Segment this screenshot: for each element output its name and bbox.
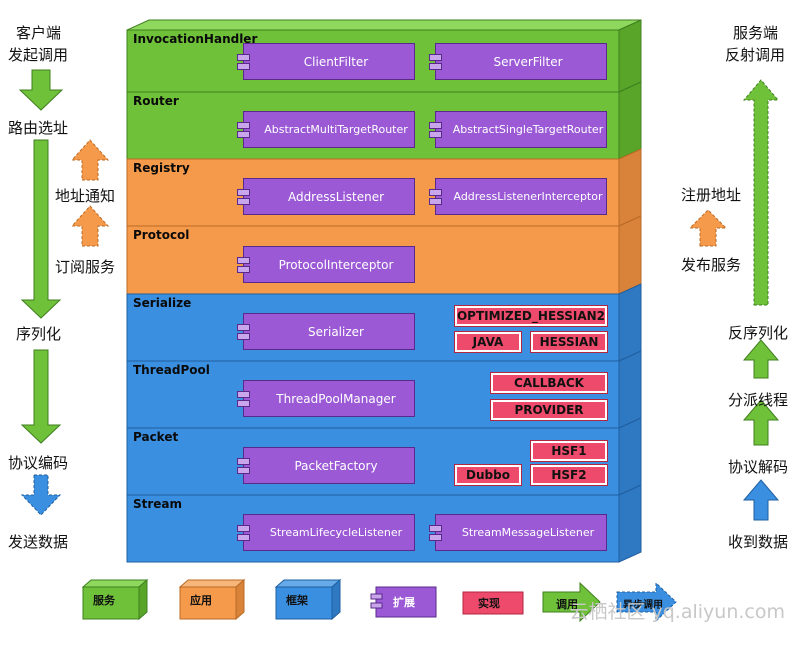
legend-implementation-label: 实现 <box>478 597 500 610</box>
component-address-listener-interceptor: AddressListenerInterceptor <box>429 178 607 215</box>
layer-invocation-handler: InvocationHandler <box>127 30 619 92</box>
right-arrows <box>688 79 780 521</box>
legend-async-arrow-icon <box>616 581 677 623</box>
client-title-line1: 客户端 <box>16 24 62 42</box>
call-arrow-down-icon <box>20 139 62 319</box>
layer-protocol: Protocol <box>127 226 619 294</box>
stack-top-face <box>126 19 642 31</box>
dispatch-label: 分派线程 <box>728 391 789 409</box>
impl-hessian: HESSIAN <box>530 331 608 353</box>
server-title-line2: 反射调用 <box>725 46 786 64</box>
send-label: 发送数据 <box>8 533 69 551</box>
component-icon <box>237 187 250 207</box>
component-icon <box>237 389 250 409</box>
layer-title: Registry <box>133 161 190 175</box>
client-title-line2: 发起调用 <box>8 46 69 64</box>
layer-title: Protocol <box>133 228 190 242</box>
component-icon <box>429 523 442 543</box>
call-arrow-down-icon <box>18 69 64 111</box>
component-server-filter: ServerFilter <box>429 43 607 80</box>
component-client-filter: ClientFilter <box>237 43 415 80</box>
server-title-line1: 服务端 <box>733 24 779 42</box>
left-arrows <box>18 69 110 516</box>
impl-hsf1: HSF1 <box>530 440 608 462</box>
legend-extension-label: 扩展 <box>393 596 415 609</box>
deserialize-label: 反序列化 <box>728 324 789 342</box>
serialize-label: 序列化 <box>16 325 62 343</box>
async-arrow-down-icon <box>20 474 62 516</box>
layer-title: Serialize <box>133 296 192 310</box>
component-abstract-single-target-router: AbstractSingleTargetRouter <box>429 111 607 148</box>
layer-stream: Stream <box>127 495 619 562</box>
impl-java: JAVA <box>454 331 522 353</box>
component-icon <box>237 52 250 72</box>
component-packet-factory: PacketFactory <box>237 447 415 484</box>
component-icon <box>237 120 250 140</box>
encode-label: 协议编码 <box>8 454 69 472</box>
component-protocol-interceptor: ProtocolInterceptor <box>237 246 415 283</box>
legend-call-label: 调用 <box>556 598 578 611</box>
layer-threadpool: ThreadPool <box>127 361 619 428</box>
call-arrow-down-icon <box>20 349 62 444</box>
component-icon <box>429 52 442 72</box>
subscribe-label: 订阅服务 <box>55 258 116 276</box>
legend-application-label: 应用 <box>190 594 212 607</box>
legend-service-label: 服务 <box>93 594 115 607</box>
layer-title: ThreadPool <box>133 363 210 377</box>
async-arrow-up-icon <box>70 139 110 181</box>
impl-optimized-hessian2: OPTIMIZED_HESSIAN2 <box>454 305 608 327</box>
decode-label: 协议解码 <box>728 458 789 476</box>
legend-shapes <box>81 578 677 623</box>
publish-label: 发布服务 <box>681 256 742 274</box>
async-arrow-up-icon <box>742 79 780 306</box>
component-icon <box>237 255 250 275</box>
legend-extension-icon <box>370 586 437 618</box>
impl-provider: PROVIDER <box>490 399 608 421</box>
layer-router: Router <box>127 92 619 159</box>
impl-hsf2: HSF2 <box>530 464 608 486</box>
async-arrow-up-icon <box>688 209 728 247</box>
component-icon <box>429 120 442 140</box>
layer-title: Stream <box>133 497 183 511</box>
component-icon <box>237 322 250 342</box>
component-serializer: Serializer <box>237 313 415 350</box>
legend-framework-label: 框架 <box>286 594 308 607</box>
layer-serialize: Serialize <box>127 294 619 361</box>
legend-framework-cube-icon <box>274 578 342 621</box>
layer-registry: Registry <box>127 159 619 226</box>
impl-callback: CALLBACK <box>490 372 608 394</box>
legend-application-cube-icon <box>178 578 246 621</box>
component-icon <box>237 523 250 543</box>
component-abstract-multi-target-router: AbstractMultiTargetRouter <box>237 111 415 148</box>
component-stream-message-listener: StreamMessageListener <box>429 514 607 551</box>
impl-dubbo: Dubbo <box>454 464 522 486</box>
receive-label: 收到数据 <box>728 533 789 551</box>
watermark: 云栖社区 yq.aliyun.com <box>569 601 785 623</box>
layer-title: Packet <box>133 430 179 444</box>
component-address-listener: AddressListener <box>237 178 415 215</box>
call-arrow-up-icon <box>742 339 780 379</box>
call-arrow-up-icon <box>742 399 780 446</box>
async-arrow-up-icon <box>70 205 110 247</box>
address-notify-label: 地址通知 <box>55 187 116 205</box>
legend-implementation-icon <box>462 591 524 615</box>
legend-call-arrow-icon <box>542 581 601 623</box>
component-icon <box>237 456 250 476</box>
component-icon <box>429 187 442 207</box>
component-thread-pool-manager: ThreadPoolManager <box>237 380 415 417</box>
layer-packet: Packet <box>127 428 619 495</box>
component-stream-lifecycle-listener: StreamLifecycleListener <box>237 514 415 551</box>
register-label: 注册地址 <box>681 186 742 204</box>
legend-async-call-label: 异步调用 <box>623 600 663 611</box>
layer-title: InvocationHandler <box>133 32 258 46</box>
legend-service-cube-icon <box>81 578 149 621</box>
layer-title: Router <box>133 94 179 108</box>
call-arrow-up-icon <box>742 479 780 521</box>
route-select-label: 路由选址 <box>8 119 69 137</box>
